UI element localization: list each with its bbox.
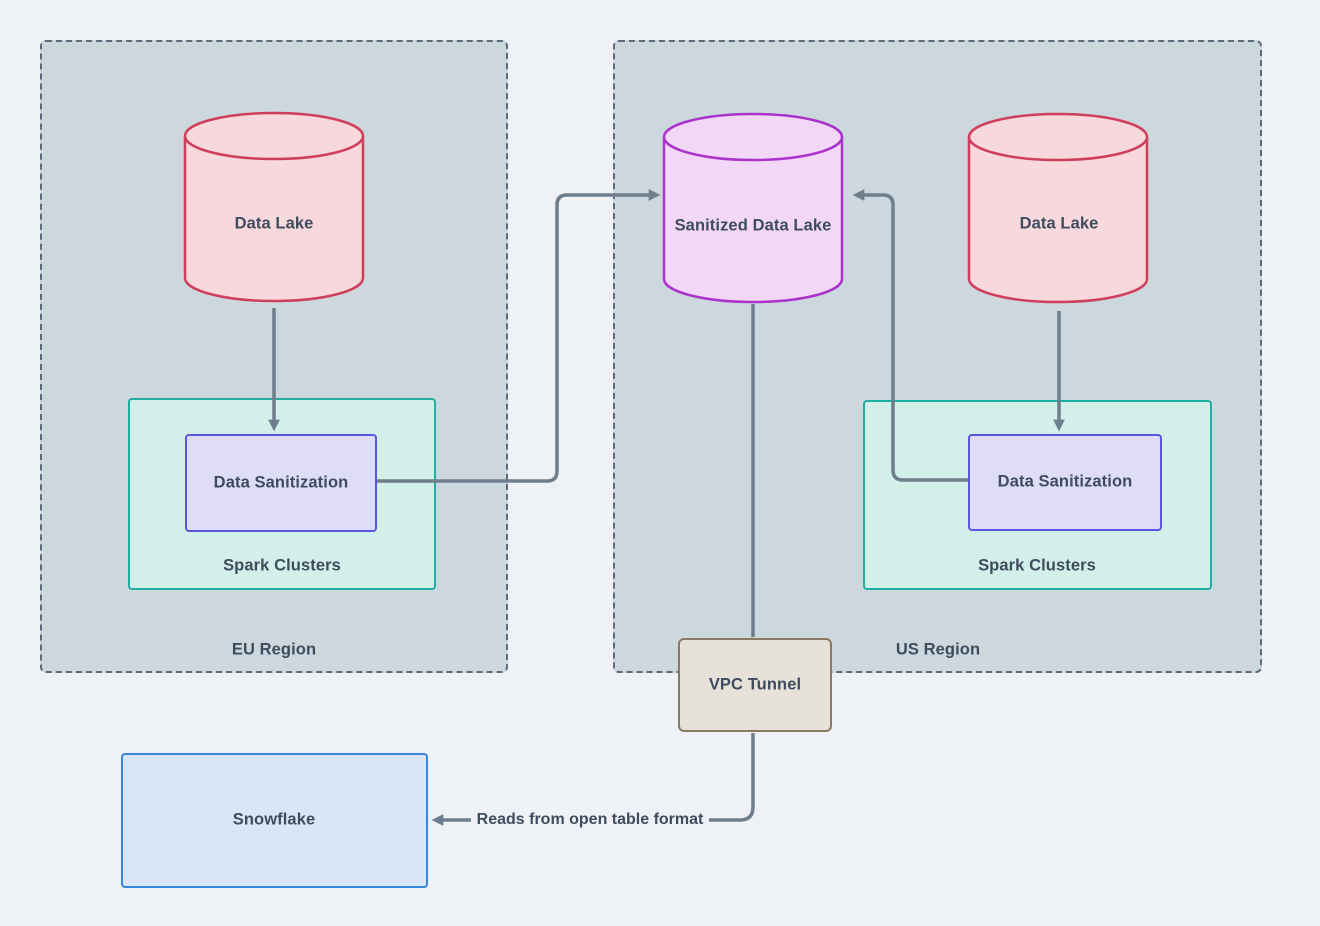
- eu-data-sanitization-label: Data Sanitization: [213, 473, 349, 492]
- us-data-lake-label: Data Lake: [1019, 214, 1099, 233]
- sanitized-data-lake-cylinder: [661, 111, 845, 305]
- snowflake-box: [121, 753, 428, 888]
- snowflake-label: Snowflake: [232, 810, 316, 829]
- us-data-lake-cylinder: [966, 111, 1150, 305]
- us-region-label: US Region: [895, 640, 981, 659]
- eu-data-lake-label: Data Lake: [234, 214, 314, 233]
- sanitized-data-lake-label: Sanitized Data Lake: [674, 216, 832, 235]
- eu-data-lake-cylinder: [182, 110, 366, 304]
- eu-region-label: EU Region: [231, 640, 317, 659]
- vpc-tunnel-box: [678, 638, 832, 732]
- us-data-sanitization-box: [968, 434, 1162, 531]
- eu-spark-clusters-label: Spark Clusters: [223, 556, 341, 575]
- edge-reads-open-table-format-label: Reads from open table format: [476, 811, 704, 828]
- us-data-sanitization-label: Data Sanitization: [997, 472, 1133, 491]
- vpc-tunnel-label: VPC Tunnel: [708, 675, 802, 694]
- edge-vpc-to-label: [709, 733, 755, 822]
- us-spark-clusters-label: Spark Clusters: [978, 556, 1096, 575]
- eu-data-sanitization-box: [185, 434, 377, 532]
